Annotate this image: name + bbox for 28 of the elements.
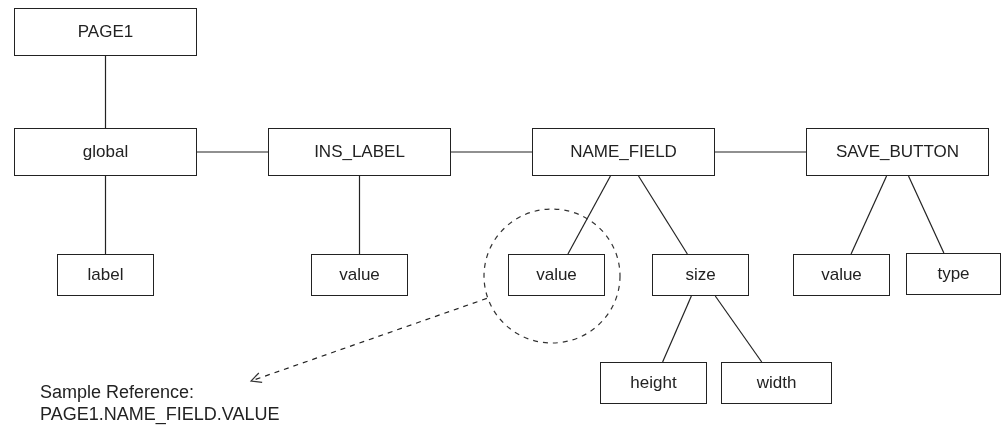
tree-node-box: value [508,254,605,296]
connector-line [358,175,361,255]
connector-line [104,175,107,255]
tree-node-box: value [311,254,408,296]
tree-node-box: label [57,254,154,296]
tree-node-box: global [14,128,197,176]
connector-line [567,175,612,255]
connector-line [450,151,533,153]
dashed-circle [483,208,621,344]
connector-line [662,295,692,363]
tree-node-box: NAME_FIELD [532,128,715,176]
connector-line [104,55,107,129]
arrow [250,297,488,383]
tree-node-box: type [906,253,1001,295]
tree-node-box: SAVE_BUTTON [806,128,989,176]
tree-node-box: value [793,254,890,296]
connector-line [637,175,688,255]
tree-node-box: INS_LABEL [268,128,451,176]
connector-line [850,175,888,255]
reference-note: Sample Reference: PAGE1.NAME_FIELD.VALUE [40,381,336,425]
connector-line [714,295,763,363]
tree-node-box: PAGE1 [14,8,197,56]
tree-node-box: size [652,254,749,296]
connector-line [196,151,269,153]
tree-node-box: width [721,362,832,404]
connector-line [907,175,945,254]
connector-line [714,151,807,153]
tree-node-box: height [600,362,707,404]
